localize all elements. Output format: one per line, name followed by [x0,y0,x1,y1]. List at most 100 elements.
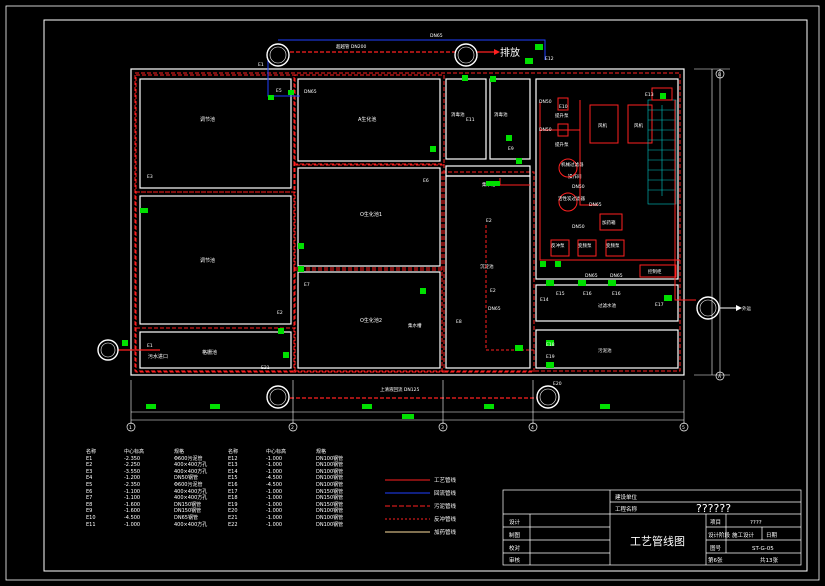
table-cell: DN150钢管 [316,488,344,495]
o-tank-1-label: O生化池1 [360,211,382,218]
svg-text:1: 1 [129,425,132,431]
table-cell: -1.000 [266,521,283,528]
table-cell: -1.000 [124,521,141,528]
svg-text:反冲管线: 反冲管线 [434,515,457,523]
pipe-dn65-b: DN65 [589,202,602,208]
regulating-tank-2 [139,195,292,325]
svg-text:第6张: 第6张 [708,556,723,564]
table-cell: -1.000 [266,468,283,475]
clear-water-label: 消毒池 [494,111,508,118]
svg-text:建设单位: 建设单位 [615,493,638,501]
regulating-tank-2-label: 调节池 [200,257,215,264]
reflux-pump-label: 反冲泵 [551,242,565,249]
svg-text:E2: E2 [277,310,283,316]
svg-text:A: A [718,374,722,380]
pipe-dn65-e: DN65 [304,89,317,95]
table-cell: DN100钢管 [316,481,344,488]
col-name: 名称 [86,449,97,455]
pipe-dn50-a: DN50 [539,99,552,105]
svg-text:工程名称: 工程名称 [615,505,638,513]
svg-text:设计: 设计 [509,518,521,526]
table-cell: E13 [228,462,238,469]
axis-labels: 1 2 3 4 5 B A [129,72,722,431]
manholes [97,43,720,409]
svg-text:4: 4 [531,425,534,431]
svg-text:2: 2 [291,425,294,431]
svg-text:设计阶段: 设计阶段 [708,531,731,539]
pipe-dn65-d: DN65 [610,273,623,279]
svg-text:E6: E6 [423,178,429,184]
svg-text:E17: E17 [655,302,664,308]
svg-text:E8: E8 [456,319,462,325]
table-cell: E20 [228,508,238,515]
svg-text:E18: E18 [546,342,555,348]
table-cell: DN100钢管 [316,475,344,482]
dosing-box-label: 加药箱 [602,219,616,226]
o-tank-1 [297,167,441,267]
table-cell: -4.500 [124,514,141,521]
svg-text:校对: 校对 [509,544,521,552]
table-cell: -1.000 [266,462,283,469]
svg-text:????: ???? [750,520,762,526]
equipment-room [535,78,679,280]
table-cell: E18 [228,495,238,502]
outlet-label: 排放 [500,46,520,59]
svg-text:E7: E7 [304,282,310,288]
table-header: 名称 中心标高 规格 名称 中心标高 规格 [86,449,366,456]
table-cell: Φ600污泥管 [174,481,203,488]
pump-b-label: 变频泵 [606,242,620,249]
table-cell: 400×400方孔 [174,468,208,475]
pipe-dn50-c: DN50 [572,184,585,190]
svg-text:制图: 制图 [509,531,521,539]
svg-text:共13张: 共13张 [760,556,778,564]
svg-text:B: B [718,72,721,78]
table-cell: -1.000 [266,501,283,508]
sludge-outlet-label: 外运 [742,305,751,312]
table-cell: 400×400方孔 [174,462,208,469]
table-cell: E1 [86,455,93,462]
pump2-label: 提升泵 [555,141,569,148]
regulating-tank-1 [139,78,292,189]
table-cell: E2 [86,462,93,469]
svg-text:3: 3 [441,425,444,431]
svg-text:工艺管线图: 工艺管线图 [630,534,685,548]
table-cell: E5 [86,481,93,488]
table-cell: E9 [86,508,93,515]
svg-text:E16: E16 [583,291,592,297]
pipe-dn65-c: DN65 [585,273,598,279]
table-cell: 400×400方孔 [174,521,208,528]
table-cell: DN150钢管 [316,501,344,508]
dosing-tank-label: 消毒池 [451,111,465,118]
control-cabinet [639,264,677,278]
col-name-2: 名称 [228,449,239,455]
table-cell: DN100钢管 [316,455,344,462]
table-cell: E8 [86,501,93,508]
table-cell: E6 [86,488,93,495]
legend: 工艺管线 回流管线 污泥管线 反冲管线 加药管线 [385,476,457,536]
svg-text:E13: E13 [645,92,654,98]
table-cell: -1.200 [124,475,141,482]
svg-text:E5: E5 [276,88,282,94]
table-cell: -1.000 [266,488,283,495]
grit-tank-label: 格栅池 [202,349,217,356]
table-cell: E4 [86,475,93,482]
pipe-bottom-label: 上清液回流 DN125 [380,386,419,393]
pipe-dn50-b: DN50 [539,127,552,133]
table-cell: DN100钢管 [316,468,344,475]
pump1-label: 提升泵 [555,112,569,119]
inner-frame [43,19,808,572]
blower-1 [589,104,619,144]
inlet-label: 污水进口 [148,353,168,360]
svg-text:E19: E19 [546,354,555,360]
pipe-overflow-top: 超越管 DN200 [336,43,366,50]
table-cell: E10 [86,514,96,521]
svg-text:??????: ?????? [696,502,731,515]
e-codes: E1 E3 E6 E7 E8 E9 E10 E11 E12 E13 E14 E1… [147,56,664,387]
blower-2-label: 风机 [634,122,643,129]
pipe-dn65-top: DN65 [430,33,443,39]
regulating-tank-1-label: 调节池 [200,116,215,123]
svg-text:项目: 项目 [710,519,721,526]
